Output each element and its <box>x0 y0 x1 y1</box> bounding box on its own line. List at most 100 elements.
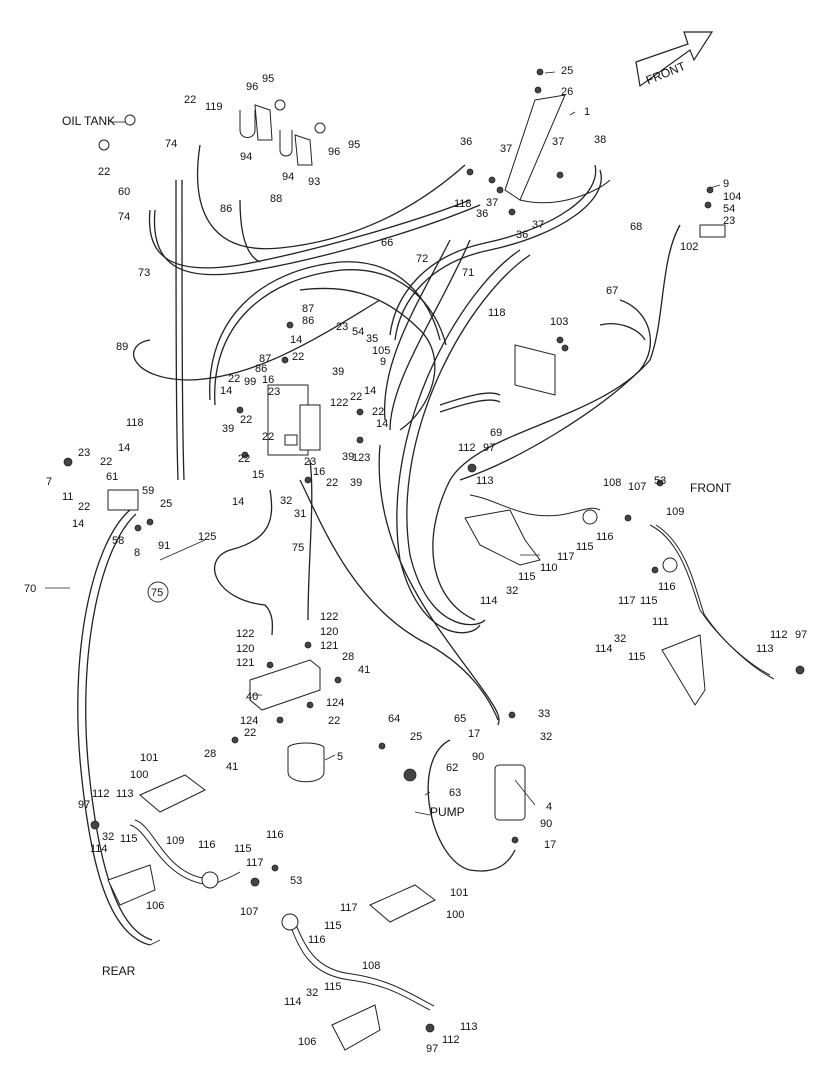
callout-75: 75 <box>151 587 163 599</box>
callout-38: 38 <box>594 134 606 146</box>
callout-22: 22 <box>262 431 274 443</box>
callout-101: 101 <box>450 887 468 899</box>
callout-32: 32 <box>280 495 292 507</box>
bracket-106-a <box>107 864 156 906</box>
bracket-40 <box>249 659 321 711</box>
hoses <box>77 144 681 946</box>
callout-22: 22 <box>228 373 240 385</box>
callout-39: 39 <box>222 423 234 435</box>
callout-101: 101 <box>140 752 158 764</box>
callout-32: 32 <box>102 831 114 843</box>
pump-label: PUMP <box>430 805 465 819</box>
callout-124: 124 <box>240 715 258 727</box>
callout-97: 97 <box>483 442 495 454</box>
callout-106: 106 <box>146 900 164 912</box>
callout-68: 68 <box>630 221 642 233</box>
callout-118: 118 <box>488 307 506 319</box>
callout-36: 36 <box>460 136 472 148</box>
callout-100: 100 <box>446 909 464 921</box>
callout-23: 23 <box>268 386 280 398</box>
callout-87: 87 <box>259 353 271 365</box>
callout-113: 113 <box>460 1021 478 1033</box>
callout-108: 108 <box>603 477 621 489</box>
callout-32: 32 <box>306 987 318 999</box>
callout-37: 37 <box>552 136 564 148</box>
callout-115: 115 <box>234 843 252 855</box>
callout-107: 107 <box>628 481 646 493</box>
front-label: FRONT <box>690 481 732 495</box>
callout-37: 37 <box>500 143 512 155</box>
components <box>63 68 805 1051</box>
callout-99: 99 <box>244 376 256 388</box>
callout-115: 115 <box>640 595 658 607</box>
callout-60: 60 <box>118 186 130 198</box>
oil-tank-label: OIL TANK <box>62 114 115 128</box>
callout-22: 22 <box>98 166 110 178</box>
callout-86: 86 <box>255 363 267 375</box>
callout-23: 23 <box>336 321 348 333</box>
callout-22: 22 <box>328 715 340 727</box>
callout-114: 114 <box>595 643 613 655</box>
callout-40: 40 <box>246 691 258 703</box>
callout-39: 39 <box>332 366 344 378</box>
callout-118: 118 <box>454 198 472 210</box>
callout-104: 104 <box>723 191 741 203</box>
callout-28: 28 <box>204 748 216 760</box>
callout-94: 94 <box>240 151 252 163</box>
callout-63: 63 <box>449 787 461 799</box>
callout-114: 114 <box>480 595 498 607</box>
callout-59: 59 <box>142 485 154 497</box>
callout-17: 17 <box>544 839 556 851</box>
callout-14: 14 <box>232 496 244 508</box>
callout-53: 53 <box>654 475 666 487</box>
callout-14: 14 <box>290 334 302 346</box>
callout-14: 14 <box>376 418 388 430</box>
callout-115: 115 <box>324 981 342 993</box>
bracket-1 <box>504 94 566 201</box>
callout-95: 95 <box>262 73 274 85</box>
callout-109: 109 <box>666 506 684 518</box>
callout-33: 33 <box>538 708 550 720</box>
callout-22: 22 <box>100 456 112 468</box>
callout-121: 121 <box>236 657 254 669</box>
front-arrow: FRONT <box>635 31 714 87</box>
callout-115: 115 <box>324 920 342 932</box>
callout-88: 88 <box>270 193 282 205</box>
callout-112: 112 <box>458 442 476 454</box>
callout-112: 112 <box>442 1034 460 1046</box>
callout-35: 35 <box>366 333 378 345</box>
callout-97: 97 <box>426 1043 438 1055</box>
callout-116: 116 <box>658 581 676 593</box>
callout-96: 96 <box>328 146 340 158</box>
callout-115: 115 <box>518 571 536 583</box>
callout-41: 41 <box>358 664 370 676</box>
callout-23: 23 <box>304 456 316 468</box>
callout-74: 74 <box>118 211 130 223</box>
callout-114: 114 <box>90 843 108 855</box>
callout-116: 116 <box>308 934 326 946</box>
callout-41: 41 <box>226 761 238 773</box>
callout-28: 28 <box>342 651 354 663</box>
callout-86: 86 <box>220 203 232 215</box>
callout-97: 97 <box>795 629 807 641</box>
callout-39: 39 <box>342 451 354 463</box>
callout-32: 32 <box>540 731 552 743</box>
callout-14: 14 <box>118 442 130 454</box>
text-labels: OIL TANK FRONT REAR PUMP <box>62 114 732 978</box>
callout-15: 15 <box>252 469 264 481</box>
callout-65: 65 <box>454 713 466 725</box>
callout-124: 124 <box>326 697 344 709</box>
callout-9: 9 <box>723 178 729 190</box>
callout-112: 112 <box>770 629 788 641</box>
callout-69: 69 <box>490 427 502 439</box>
callout-111: 111 <box>652 616 669 628</box>
callout-23: 23 <box>723 215 735 227</box>
callout-17: 17 <box>468 728 480 740</box>
callout-75b: 75 <box>292 542 304 554</box>
leader-lines <box>45 71 721 946</box>
callout-89: 89 <box>116 341 128 353</box>
callout-116: 116 <box>198 839 216 851</box>
callout-22: 22 <box>238 453 250 465</box>
callout-14: 14 <box>72 518 84 530</box>
